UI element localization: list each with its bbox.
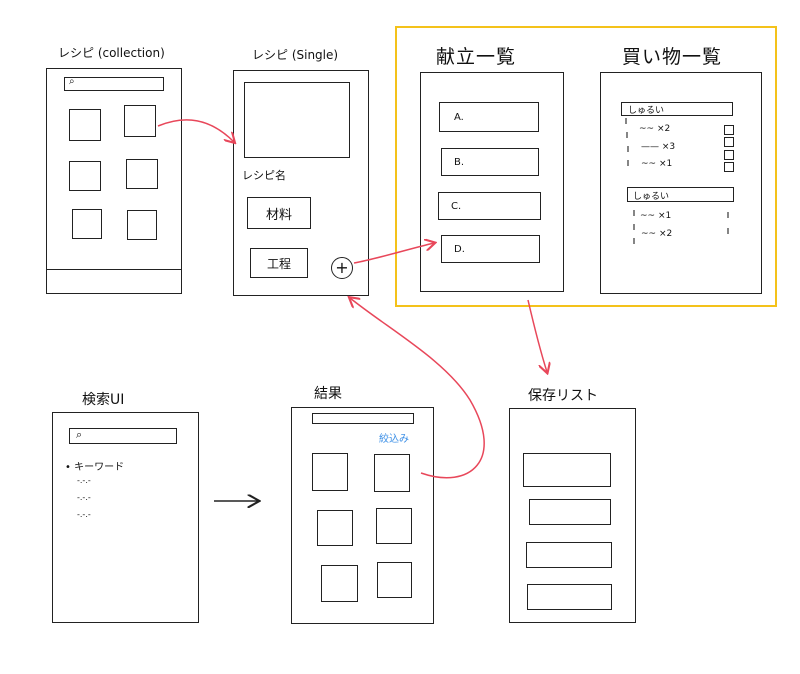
result-recipe-tile[interactable] (312, 453, 348, 491)
shopping-group-header: しゅるい (627, 187, 734, 202)
arrow-menu-to-saved (527, 299, 547, 372)
result-recipe-tile[interactable] (321, 565, 358, 602)
plus-icon: + (335, 258, 349, 277)
saved-screen-title: 保存リスト (528, 388, 598, 404)
recipe-name-label: レシピ名 (242, 169, 286, 182)
search-screen-title: 検索UI (82, 392, 125, 408)
highlight-frame (395, 26, 777, 307)
search-screen: ⌕ • キーワード -.-.- -.-.- -.-.- (52, 412, 199, 623)
steps-button[interactable]: 工程 (250, 248, 308, 278)
shopping-group-label: しゅるい (628, 106, 665, 116)
shopping-item-text: —— ×3 (641, 142, 676, 152)
search-icon: ⌕ (76, 428, 83, 441)
menu-item-label: C. (451, 201, 462, 212)
keyword-placeholder: -.-.- (77, 493, 91, 502)
menu-item-label: B. (454, 157, 465, 168)
collection-search-bar[interactable]: ⌕ (64, 76, 164, 91)
menu-item[interactable]: D. (441, 235, 540, 263)
collection-recipe-tile[interactable] (72, 209, 102, 239)
collection-screen-title: レシピ (collection) (58, 46, 165, 60)
collection-screen: ⌕ (46, 68, 182, 294)
add-button[interactable]: + (331, 257, 353, 279)
collection-recipe-tile[interactable] (69, 161, 101, 191)
shopping-checkbox[interactable] (724, 137, 734, 147)
search-input[interactable]: ⌕ (69, 428, 177, 444)
saved-item[interactable] (523, 453, 611, 487)
menu-item[interactable]: B. (441, 148, 539, 176)
collection-recipe-tile[interactable] (127, 210, 157, 240)
result-recipe-tile[interactable] (374, 454, 410, 492)
saved-item[interactable] (526, 542, 612, 568)
shopping-group-label: しゅるい (633, 192, 670, 202)
results-search-bar[interactable] (312, 413, 414, 424)
keyword-placeholder: -.-.- (77, 476, 91, 485)
shopping-item-text: ~~ ×1 (640, 211, 672, 221)
result-recipe-tile[interactable] (376, 508, 412, 544)
filter-link[interactable]: 絞込み (379, 434, 409, 445)
collection-bottom-bar (47, 269, 181, 270)
keyword-placeholder: -.-.- (77, 510, 91, 519)
result-recipe-tile[interactable] (377, 562, 412, 598)
ingredients-label: 材料 (265, 207, 292, 223)
results-screen: 絞込み (291, 407, 434, 624)
results-screen-title: 結果 (314, 386, 342, 402)
search-icon: ⌕ (69, 76, 75, 87)
ingredients-button[interactable]: 材料 (247, 197, 311, 229)
steps-label: 工程 (266, 256, 291, 271)
collection-recipe-tile[interactable] (124, 105, 156, 137)
keyword-label: • キーワード (65, 462, 125, 473)
menu-item[interactable]: A. (439, 102, 539, 132)
keyword-text: キーワード (74, 462, 125, 473)
shopping-screen: しゅるい ~~ ×2 —— ×3 ~~ ×1 しゅるい ~~ ×1 ~~ ×2 (600, 72, 762, 294)
menu-item-label: A. (454, 112, 464, 123)
shopping-screen-title: 買い物一覧 (622, 46, 723, 68)
shopping-item-text: ~~ ×2 (641, 229, 673, 239)
shopping-item-text: ~~ ×2 (639, 124, 671, 134)
shopping-group-header: しゅるい (621, 102, 733, 116)
menu-screen: A. B. C. D. (420, 72, 564, 292)
single-screen-title: レシピ (Single) (252, 48, 339, 62)
collection-recipe-tile[interactable] (126, 159, 158, 189)
shopping-checkbox[interactable] (724, 150, 734, 160)
saved-item[interactable] (529, 499, 611, 525)
saved-screen (509, 408, 636, 623)
menu-screen-title: 献立一覧 (436, 46, 517, 68)
single-screen: レシピ名 材料 工程 + (233, 70, 369, 296)
menu-item-label: D. (454, 244, 465, 255)
shopping-checkbox[interactable] (724, 162, 734, 172)
shopping-item-text: ~~ ×1 (641, 159, 673, 169)
result-recipe-tile[interactable] (317, 510, 353, 546)
shopping-checkbox[interactable] (724, 125, 734, 135)
collection-recipe-tile[interactable] (69, 109, 101, 141)
menu-item[interactable]: C. (438, 192, 541, 220)
recipe-image (244, 82, 350, 158)
saved-item[interactable] (527, 584, 612, 610)
